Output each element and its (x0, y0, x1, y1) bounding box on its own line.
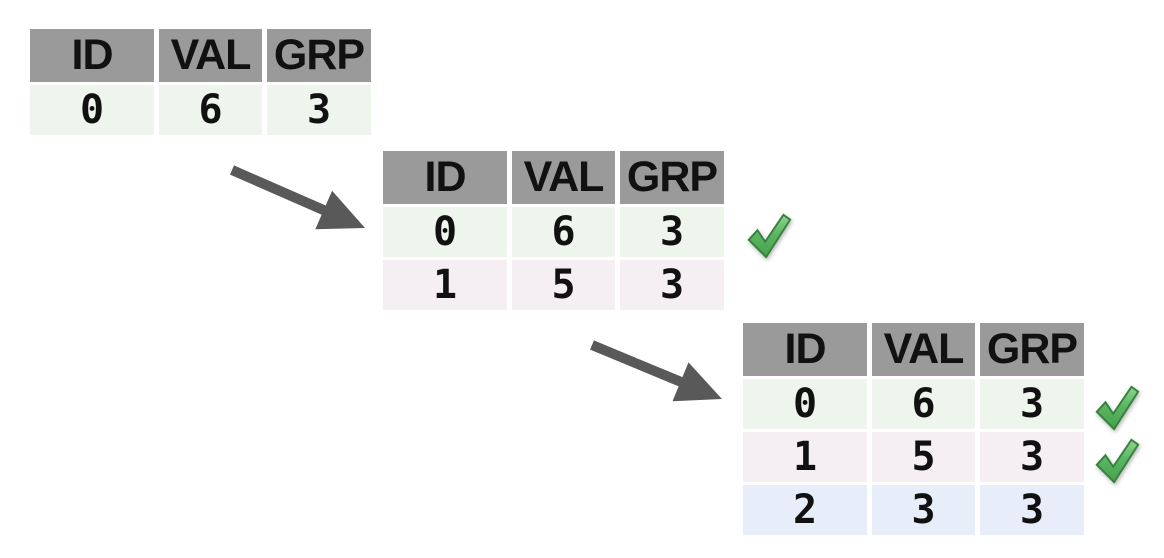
cell-val-row0: 6 (872, 379, 975, 429)
green-checkmark-icon (1095, 438, 1140, 484)
cell-id-row0: 0 (743, 379, 867, 429)
cell-id-row1: 1 (743, 432, 867, 482)
cell-grp-row0: 3 (267, 85, 371, 135)
green-checkmark-icon (747, 213, 792, 259)
header-cell-grp: GRP (620, 151, 724, 204)
header-cell-id: ID (383, 151, 507, 204)
diagonal-arrow-icon (229, 165, 365, 230)
cell-val-row0: 6 (512, 207, 615, 257)
header-cell-val: VAL (512, 151, 615, 204)
green-checkmark-icon (1095, 385, 1140, 431)
header-cell-val: VAL (159, 29, 262, 82)
cell-id-row0: 0 (30, 85, 154, 135)
header-cell-val: VAL (872, 323, 975, 376)
cell-id-row0: 0 (383, 207, 507, 257)
cell-grp-row2: 3 (980, 485, 1084, 535)
cell-val-row1: 5 (512, 260, 615, 310)
header-cell-grp: GRP (267, 29, 371, 82)
cell-val-row2: 3 (872, 485, 975, 535)
cell-val-row0: 6 (159, 85, 262, 135)
cell-grp-row1: 3 (980, 432, 1084, 482)
cell-grp-row0: 3 (980, 379, 1084, 429)
diagonal-arrow-icon (590, 340, 722, 402)
header-cell-id: ID (30, 29, 154, 82)
cell-val-row1: 5 (872, 432, 975, 482)
cell-grp-row0: 3 (620, 207, 724, 257)
header-cell-grp: GRP (980, 323, 1084, 376)
cell-id-row2: 2 (743, 485, 867, 535)
cell-grp-row1: 3 (620, 260, 724, 310)
header-cell-id: ID (743, 323, 867, 376)
cell-id-row1: 1 (383, 260, 507, 310)
